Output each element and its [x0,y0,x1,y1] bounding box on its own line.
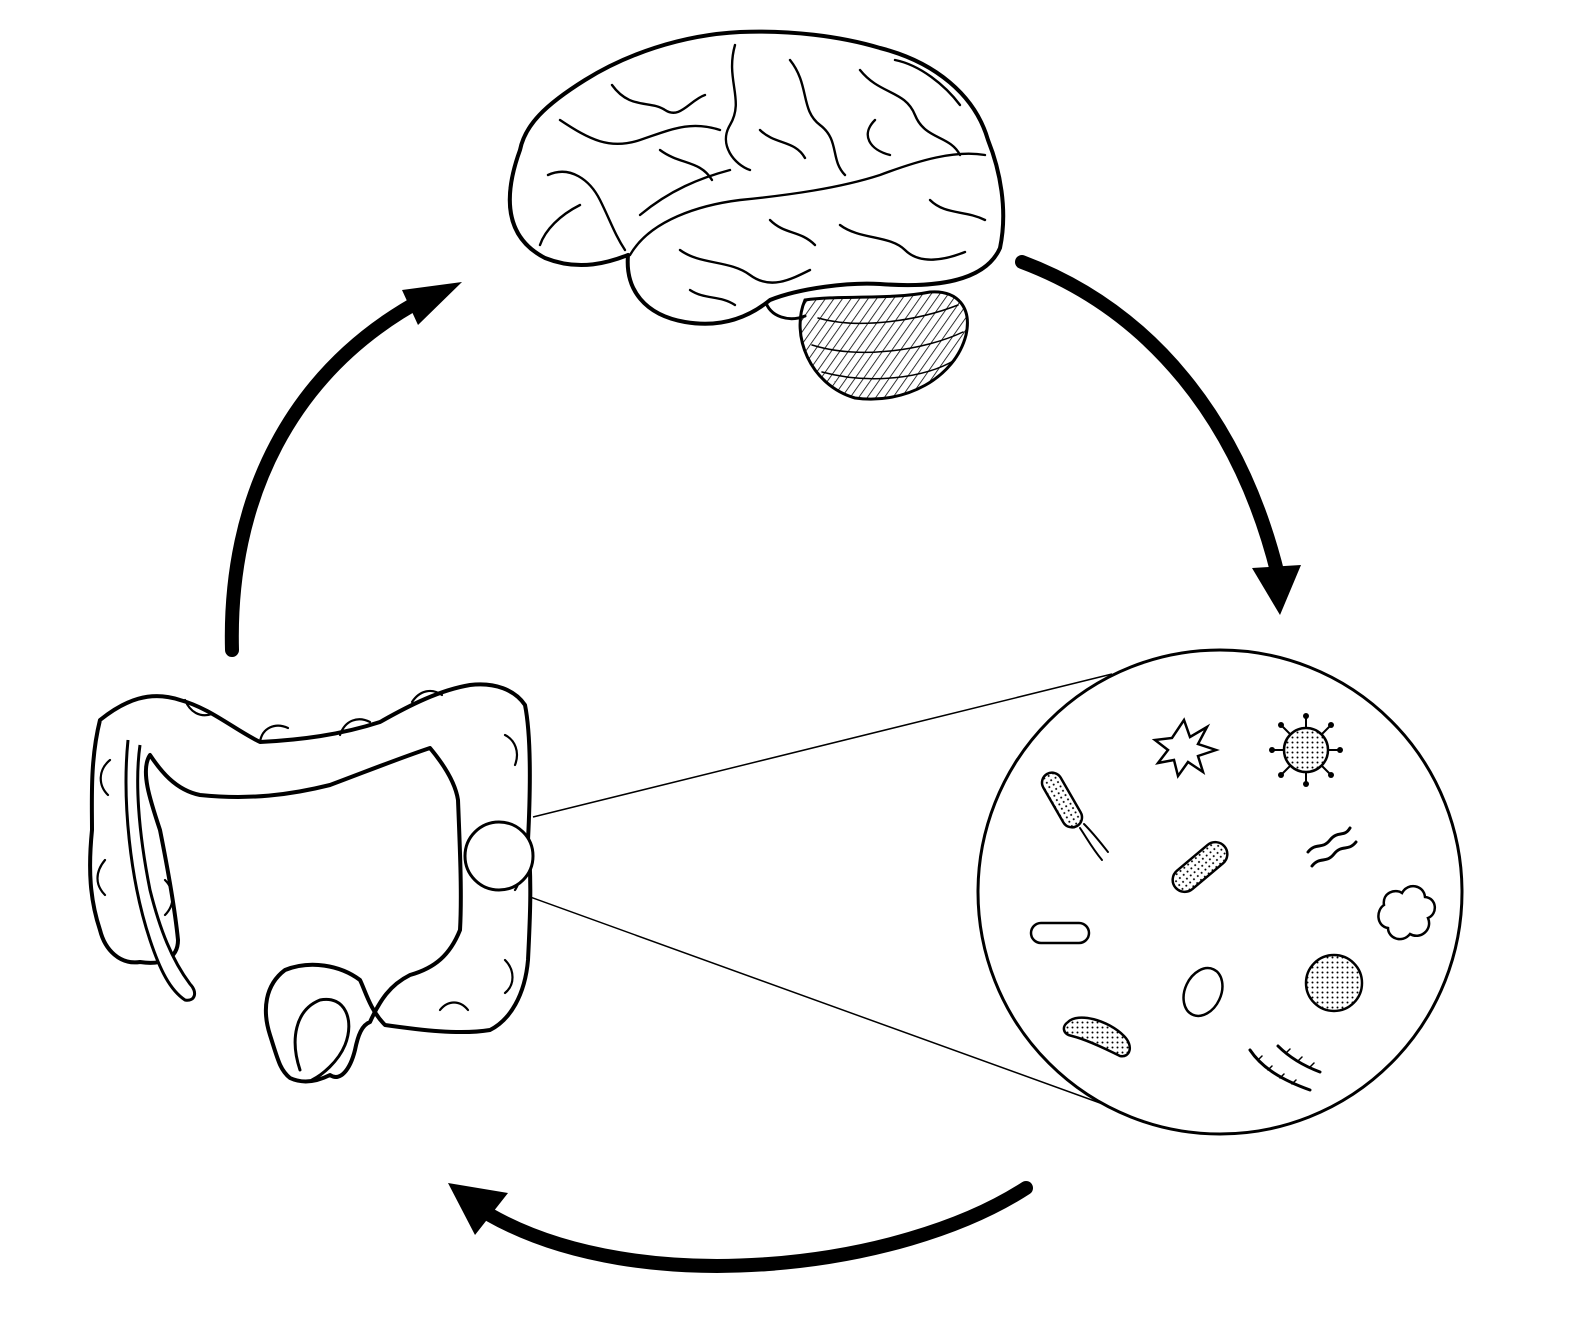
arrow-brain-to-microbiota [1015,255,1301,615]
spirillum-icon [1306,826,1358,868]
streptococcus-chain-icon [1248,1044,1322,1092]
arrow-microbiota-to-intestine [448,1181,1033,1273]
brain-gyri [538,43,987,307]
coccus-icon [1304,953,1364,1013]
fungal-cell-icon [1377,885,1436,941]
magnified-region-circle [463,820,535,892]
vibrio-icon [1062,1016,1132,1058]
brain-icon [507,29,1006,401]
brain-stem [763,298,807,321]
virus-icon [1269,713,1343,787]
cerebellum [798,290,969,401]
magnifier-circle [976,648,1464,1136]
magnification-lines [507,673,1126,1113]
rod-bacterium-icon [1029,921,1091,945]
capsule-bacterium-icon [1182,966,1224,1018]
appendix [124,739,197,1002]
star-shaped-microbe-icon [1151,717,1220,779]
large-intestine-icon [88,682,535,1084]
rectum-loop [293,997,351,1082]
microbiota-magnified-icon [976,648,1464,1136]
flagellated-bacterium-icon [1040,771,1109,861]
bacillus-icon [1171,840,1229,894]
arrow-intestine-to-brain [224,282,462,657]
